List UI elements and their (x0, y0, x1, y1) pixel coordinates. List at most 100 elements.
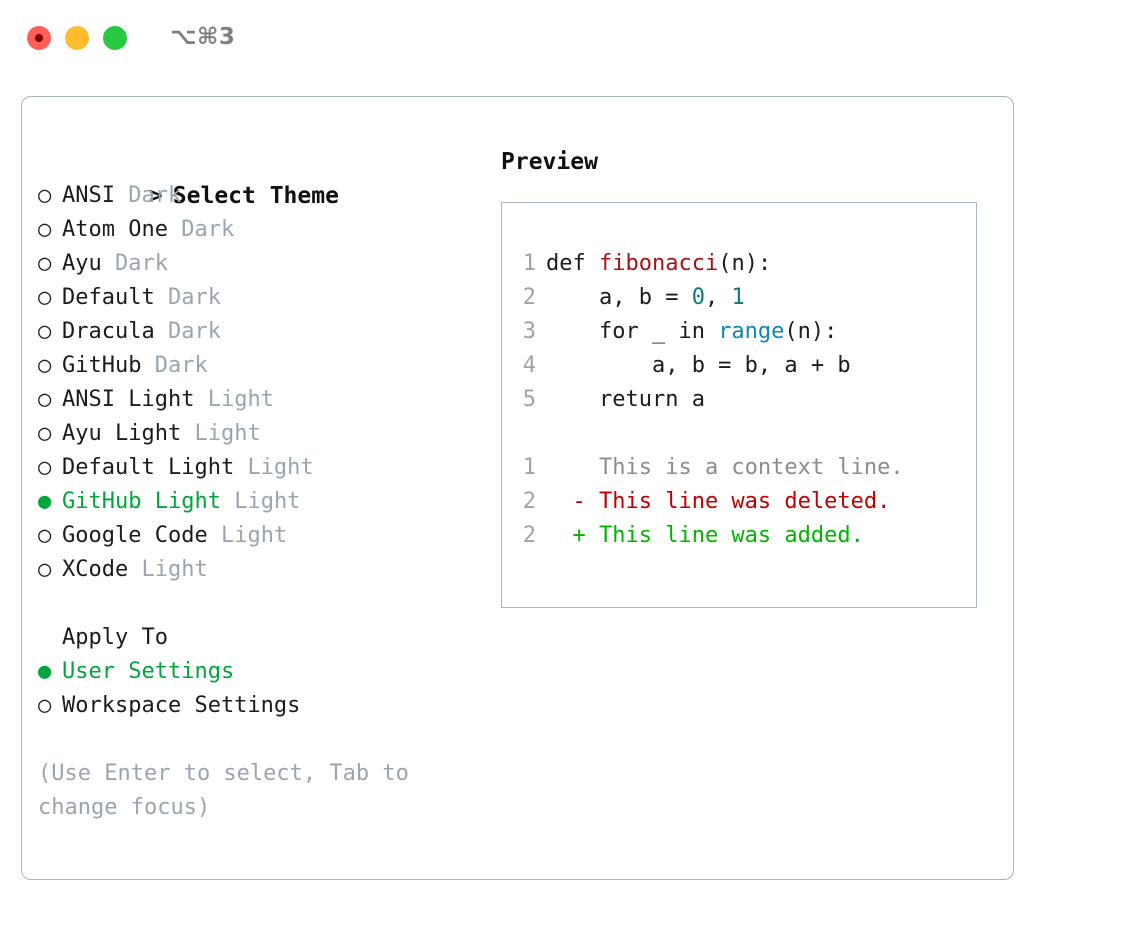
theme-option-label: Ayu Light (62, 421, 182, 446)
theme-option-label: Default Light (62, 455, 235, 480)
radio-unselected-icon: ○ (38, 251, 52, 276)
code-line: 5 return a (520, 383, 976, 417)
theme-option-label: ANSI Light (62, 387, 195, 412)
keyboard-hint-text: (Use Enter to select, Tab to change focu… (38, 761, 423, 820)
theme-apply-spacer (38, 587, 488, 621)
theme-option-github[interactable]: ○ GitHub Dark (38, 349, 488, 383)
theme-option-github-light[interactable]: ●GitHub Light Light (38, 485, 488, 519)
theme-picker-title: Select Theme (172, 183, 339, 209)
main-panel: > Select Theme ○ ANSI Dark ○ Atom One Dark ○ A… (21, 96, 1014, 880)
code-line-number: 5 (522, 387, 536, 412)
zoom-button[interactable] (103, 26, 127, 50)
theme-option-ansi-light[interactable]: ○ ANSI Light Light (38, 383, 488, 417)
code-line-number: 4 (522, 353, 536, 378)
theme-option-label: Ayu (62, 251, 102, 276)
apply-to-option-workspace-settings[interactable]: ○ Workspace Settings (38, 689, 488, 723)
radio-unselected-icon: ○ (38, 217, 52, 242)
code-token-plain: , (704, 285, 732, 310)
radio-unselected-icon: ○ (38, 387, 52, 412)
code-token-num: 1 (731, 285, 745, 310)
radio-unselected-icon: ○ (38, 285, 52, 310)
code-line: 1 def fibonacci(n): (520, 247, 976, 281)
apply-to-title: Apply To (38, 621, 488, 655)
diff-sample: 1 This is a context line. 2 - This line w… (520, 451, 976, 553)
radio-unselected-icon: ○ (38, 523, 52, 548)
title-bar: ⌥⌘3 (0, 0, 1140, 76)
theme-option-label: Dracula (62, 319, 155, 344)
theme-picker-column: > Select Theme ○ ANSI Dark ○ Atom One Dark ○ A… (38, 145, 488, 825)
apply-to-indent (38, 621, 62, 655)
code-token-fn: fibonacci (598, 251, 719, 276)
code-line-number: 3 (522, 319, 536, 344)
radio-unselected-icon: ○ (38, 353, 52, 378)
theme-option-dracula[interactable]: ○ Dracula Dark (38, 315, 488, 349)
diff-line-add: 2 + This line was added. (520, 519, 976, 553)
theme-variant-tag: Light (141, 557, 208, 582)
code-token-plain: (n): (784, 319, 838, 344)
theme-option-default-light[interactable]: ○Default Light Light (38, 451, 488, 485)
theme-variant-tag: Dark (115, 251, 168, 276)
apply-to-list: ● User Settings ○ Workspace Settings (38, 655, 488, 723)
close-button[interactable] (27, 26, 51, 50)
radio-selected-icon: ● (38, 489, 52, 514)
radio-unselected-icon: ○ (38, 319, 52, 344)
keyboard-shortcut-label: ⌥⌘3 (170, 24, 236, 50)
theme-option-ayu[interactable]: ○ Ayu Dark (38, 247, 488, 281)
theme-picker-header: > Select Theme (38, 145, 488, 209)
radio-selected-icon: ● (38, 659, 52, 684)
theme-list: ○ANSI Dark○Atom One Dark○Ayu Dark○Defaul… (38, 179, 488, 587)
code-line: 4 a, b = b, a + b (520, 349, 976, 383)
diff-line-text: This is a context line. (546, 455, 904, 480)
diff-line-text: - This line was deleted. (546, 489, 891, 514)
theme-variant-tag: Light (194, 421, 261, 446)
theme-variant-tag: Dark (167, 319, 221, 344)
apply-to-option-user-settings[interactable]: ● User Settings (38, 655, 488, 689)
theme-variant-tag: Light (207, 387, 274, 412)
theme-variant-tag: Dark (154, 353, 208, 378)
theme-option-label: Google Code (62, 523, 208, 548)
theme-option-atom-one[interactable]: ○ Atom One Dark (38, 213, 488, 247)
theme-option-label: GitHub (62, 353, 142, 378)
code-token-call: range (718, 319, 785, 344)
code-line: 2 a, b = 0, 1 (520, 281, 976, 315)
theme-option-ansi[interactable]: ○ ANSI Dark (38, 179, 488, 213)
apply-to-option-label: Workspace Settings (62, 693, 301, 718)
radio-unselected-icon: ○ (38, 183, 52, 208)
theme-variant-tag: Light (220, 523, 288, 548)
theme-option-google-code[interactable]: ○ Google Code Light (38, 519, 488, 553)
minimize-button[interactable] (65, 26, 89, 50)
caret-icon: > (148, 183, 163, 209)
theme-option-default[interactable]: ○Default Dark (38, 281, 488, 315)
theme-variant-tag: Light (247, 455, 314, 480)
code-line: 3 for _ in range(n): (520, 315, 976, 349)
code-token-plain: def (546, 251, 599, 276)
theme-option-ayu-light[interactable]: ○ Ayu Light Light (38, 417, 488, 451)
theme-option-label: Atom One (62, 217, 168, 242)
diff-line-del: 2 - This line was deleted. (520, 485, 976, 519)
diff-line-text: + This line was added. (546, 523, 864, 548)
theme-option-label: XCode (62, 557, 129, 582)
code-line-number: 2 (522, 285, 536, 310)
code-token-num: 0 (691, 285, 705, 310)
code-token-plain: for _ in (546, 319, 719, 344)
radio-unselected-icon: ○ (38, 421, 52, 446)
theme-option-label: GitHub Light (62, 489, 221, 514)
code-line-number: 1 (522, 251, 536, 276)
theme-variant-tag: Dark (128, 183, 182, 208)
apply-to-label: Apply To (62, 625, 168, 650)
theme-option-label: ANSI (62, 183, 115, 208)
code-token-plain: return a (546, 387, 705, 412)
hint-spacer (38, 723, 488, 757)
theme-variant-tag: Dark (167, 285, 221, 310)
traffic-light-group (27, 26, 127, 50)
theme-option-xcode[interactable]: ○XCode Light (38, 553, 488, 587)
theme-variant-tag: Dark (181, 217, 235, 242)
apply-to-option-label: User Settings (62, 659, 235, 684)
code-diff-gap (520, 417, 976, 451)
radio-unselected-icon: ○ (38, 693, 52, 718)
diff-line-number: 1 (522, 455, 536, 480)
code-token-plain: (n): (718, 251, 772, 276)
